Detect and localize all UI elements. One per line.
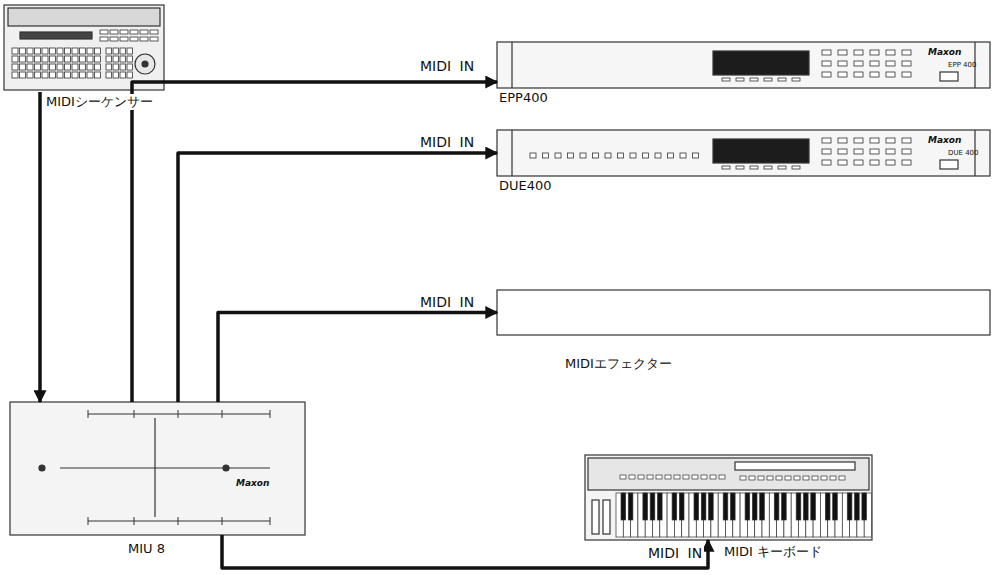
panel-marking: Maxon (928, 135, 961, 145)
device-name: EPP400 (497, 90, 550, 106)
panel-marking: DUE 400 (948, 148, 979, 158)
sequencer-keys (12, 30, 158, 78)
effector-box: MIDIエフェクター (497, 290, 990, 335)
miu8-port-ticks (88, 410, 270, 525)
port-label: MIDI IN (646, 545, 704, 561)
midi-cable (132, 82, 497, 402)
sequencer-box: MIDIシーケンサー (4, 5, 164, 90)
midi-cable (218, 313, 497, 403)
port-label: MIDI IN (418, 294, 476, 310)
due400-drawing (497, 130, 990, 176)
panel-marking: Maxon (236, 478, 269, 488)
device-name: MIU 8 (126, 541, 167, 557)
epp400-drawing (497, 42, 990, 88)
device-name: DUE400 (497, 178, 554, 194)
effector-drawing (497, 290, 990, 335)
sequencer-drawing (4, 5, 164, 90)
miu8-drawing (10, 402, 305, 535)
device-name: MIDIシーケンサー (44, 94, 155, 110)
panel-marking: Maxon (928, 47, 961, 57)
port-label: MIDI IN (418, 134, 476, 150)
keyboard-box: MIDI キーボード (585, 455, 872, 540)
midi-cable (178, 153, 497, 402)
rack-unit-box: EPP400 (497, 42, 990, 88)
midi-cable (38, 92, 42, 402)
interface-box: MIU 8 (10, 402, 305, 535)
keyboard-keys (616, 475, 872, 537)
rack-buttons (530, 50, 911, 169)
midi-cable (222, 535, 708, 568)
port-label: MIDI IN (418, 58, 476, 74)
panel-marking: EPP 400 (948, 60, 976, 70)
keyboard-drawing (585, 455, 872, 540)
rack-unit-box: DUE400 (497, 130, 990, 176)
device-name: MIDI キーボード (722, 544, 824, 560)
device-name: MIDIエフェクター (563, 356, 674, 372)
